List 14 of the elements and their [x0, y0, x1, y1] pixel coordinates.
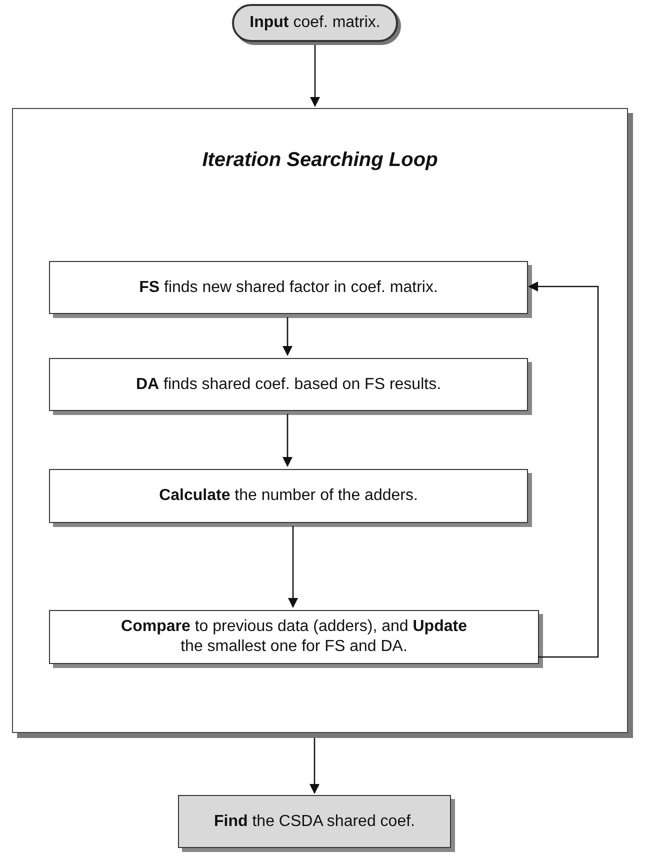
node-text: Input coef. matrix.: [250, 14, 380, 31]
node-text: DA finds shared coef. based on FS results.: [136, 376, 442, 392]
arrow: [310, 738, 320, 794]
arrow: [288, 526, 298, 608]
node-text: Calculate the number of the adders.: [159, 487, 418, 504]
arrow: [528, 282, 599, 658]
arrow: [310, 45, 320, 107]
node-text: Find the CSDA shared coef.: [214, 812, 415, 830]
node-text: Compare to previous data (adders), and Update the smallest one for FS and DA.: [121, 618, 467, 655]
node-text: FS finds new shared factor in coef. matrix.: [139, 278, 438, 296]
arrow: [282, 317, 292, 356]
group-title: Iteration Searching Loop: [201, 148, 439, 173]
arrow: [282, 414, 292, 467]
start-terminal: [232, 4, 398, 42]
